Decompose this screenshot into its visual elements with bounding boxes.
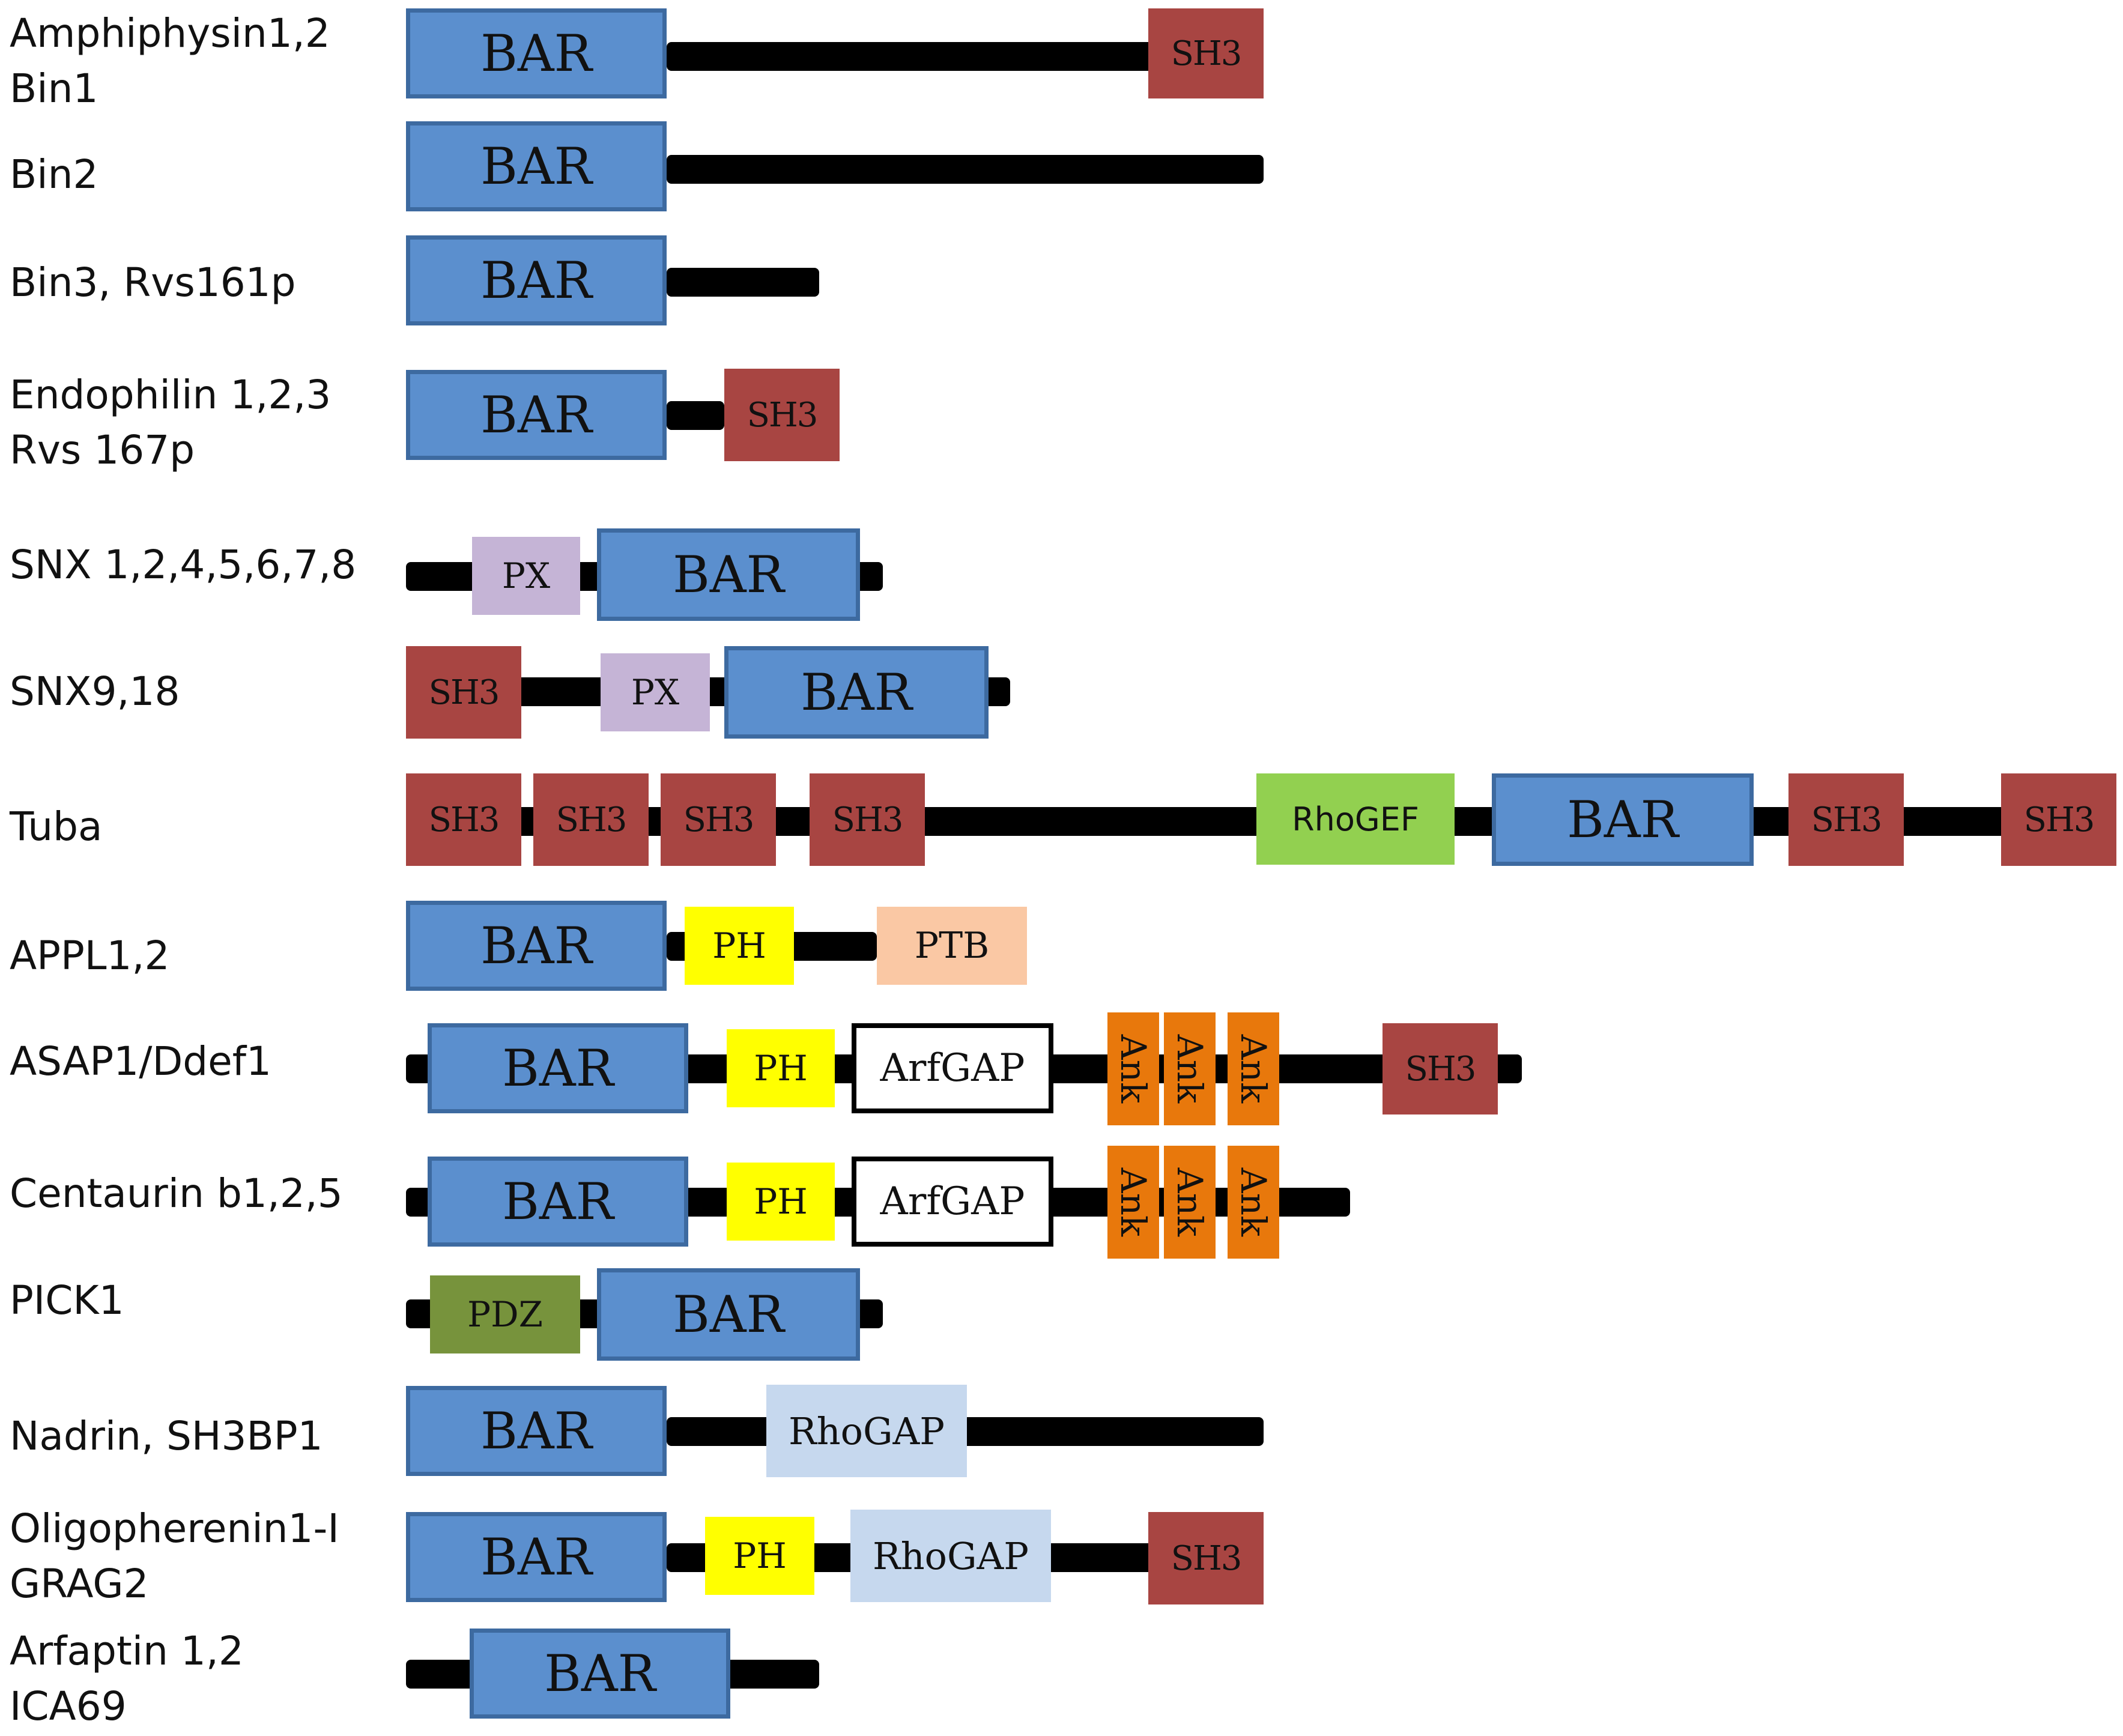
domain-sh3: SH3 xyxy=(406,646,521,739)
domain-rhogef: RhoGEF xyxy=(1256,773,1455,865)
domain-bar: BAR xyxy=(428,1157,688,1247)
protein-label: Bin1 xyxy=(10,65,98,112)
domain-pdz: PDZ xyxy=(430,1275,580,1353)
protein-label: Endophilin 1,2,3 xyxy=(10,372,332,418)
domain-bar: BAR xyxy=(406,235,667,325)
protein-label: APPL1,2 xyxy=(10,933,170,979)
domain-sh3: SH3 xyxy=(661,773,776,866)
domain-ph: PH xyxy=(727,1029,835,1107)
protein-label: Arfaptin 1,2 xyxy=(10,1628,244,1674)
domain-bar: BAR xyxy=(1492,773,1754,866)
domain-label: Ank xyxy=(1233,1034,1274,1104)
domain-bar: BAR xyxy=(406,8,667,98)
domain-label: Ank xyxy=(1113,1034,1154,1104)
domain-sh3: SH3 xyxy=(724,369,840,461)
domain-bar: BAR xyxy=(724,646,989,739)
protein-label: SNX 1,2,4,5,6,7,8 xyxy=(10,542,357,588)
domain-arfgap: ArfGAP xyxy=(852,1157,1053,1247)
domain-bar: BAR xyxy=(406,901,667,991)
domain-sh3: SH3 xyxy=(406,773,521,866)
protein-label: Oligopherenin1-I xyxy=(10,1505,339,1552)
domain-bar: BAR xyxy=(406,370,667,460)
domain-ph: PH xyxy=(727,1163,835,1241)
domain-label: Ank xyxy=(1169,1034,1211,1104)
protein-label: Rvs 167p xyxy=(10,427,195,473)
protein-backbone-line xyxy=(667,155,1264,184)
domain-ank: Ank xyxy=(1107,1146,1159,1259)
domain-sh3: SH3 xyxy=(810,773,925,866)
protein-label: Tuba xyxy=(10,803,103,850)
domain-sh3: SH3 xyxy=(533,773,649,866)
domain-rhogap: RhoGAP xyxy=(766,1385,967,1477)
domain-label: Ank xyxy=(1233,1167,1274,1237)
protein-backbone-line xyxy=(667,401,724,430)
domain-px: PX xyxy=(472,537,580,615)
domain-px: PX xyxy=(601,653,710,731)
domain-ank: Ank xyxy=(1164,1012,1216,1125)
protein-label: Nadrin, SH3BP1 xyxy=(10,1413,323,1459)
domain-rhogap: RhoGAP xyxy=(850,1510,1051,1602)
domain-ank: Ank xyxy=(1228,1012,1279,1125)
domain-ank: Ank xyxy=(1228,1146,1279,1259)
domain-label: Ank xyxy=(1113,1167,1154,1237)
protein-label: Bin2 xyxy=(10,151,98,198)
protein-label: SNX9,18 xyxy=(10,668,180,715)
domain-bar: BAR xyxy=(428,1023,688,1113)
domain-ank: Ank xyxy=(1107,1012,1159,1125)
domain-sh3: SH3 xyxy=(1788,773,1904,866)
protein-label: PICK1 xyxy=(10,1277,124,1323)
protein-label: Centaurin b1,2,5 xyxy=(10,1170,343,1217)
domain-bar: BAR xyxy=(406,121,667,211)
protein-label: ICA69 xyxy=(10,1683,127,1729)
domain-bar: BAR xyxy=(597,1268,860,1361)
protein-label: ASAP1/Ddef1 xyxy=(10,1038,271,1084)
domain-sh3: SH3 xyxy=(1148,8,1264,98)
domain-sh3: SH3 xyxy=(2001,773,2116,866)
domain-sh3: SH3 xyxy=(1383,1023,1498,1114)
domain-label: Ank xyxy=(1169,1167,1211,1237)
domain-bar: BAR xyxy=(406,1386,667,1476)
domain-sh3: SH3 xyxy=(1148,1512,1264,1604)
protein-label: Bin3, Rvs161p xyxy=(10,259,296,306)
domain-ph: PH xyxy=(685,907,794,985)
domain-ank: Ank xyxy=(1164,1146,1216,1259)
domain-bar: BAR xyxy=(406,1512,667,1602)
protein-backbone-line xyxy=(667,268,819,297)
domain-ptb: PTB xyxy=(877,907,1027,985)
protein-label: Amphiphysin1,2 xyxy=(10,10,330,56)
domain-ph: PH xyxy=(705,1517,814,1595)
protein-label: GRAG2 xyxy=(10,1561,149,1607)
domain-bar: BAR xyxy=(470,1629,730,1719)
domain-arfgap: ArfGAP xyxy=(852,1023,1053,1113)
domain-bar: BAR xyxy=(597,528,860,621)
